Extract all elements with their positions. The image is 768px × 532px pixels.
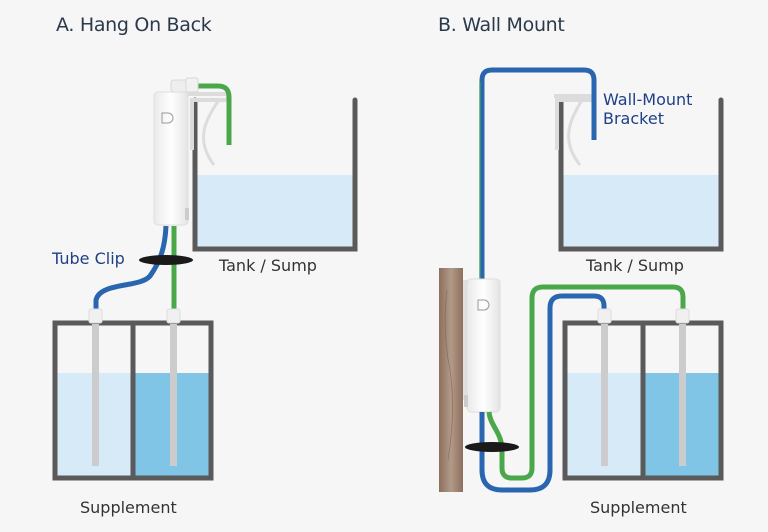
bracket-label-line2: Bracket bbox=[603, 109, 664, 128]
tank-b-label: Tank / Sump bbox=[586, 256, 684, 275]
blue-tube-b bbox=[479, 293, 607, 493]
bracket-label-line1: Wall-Mount bbox=[603, 90, 693, 109]
wall-mount-bracket bbox=[554, 94, 592, 166]
supplement-a-label: Supplement bbox=[80, 498, 177, 517]
supplement-a bbox=[52, 308, 214, 481]
panel-b bbox=[439, 67, 724, 493]
blue-tube-outlet-b bbox=[479, 67, 597, 290]
green-tube-outlet-a bbox=[196, 83, 232, 145]
doser-device-a bbox=[153, 77, 199, 226]
supplement-b bbox=[562, 308, 724, 481]
panel-b-title: B. Wall Mount bbox=[438, 14, 565, 36]
tank-b bbox=[558, 97, 724, 252]
tank-a-wall bbox=[192, 97, 358, 252]
doser-device-b bbox=[463, 278, 501, 413]
tube-clip-a bbox=[139, 255, 193, 265]
panel-a-title: A. Hang On Back bbox=[56, 14, 212, 36]
blue-tube-a bbox=[93, 225, 169, 312]
logo-d-icon bbox=[161, 112, 174, 124]
tank-a bbox=[192, 97, 358, 252]
tank-a-label: Tank / Sump bbox=[219, 256, 317, 275]
tank-a-water bbox=[197, 175, 353, 249]
panel-a bbox=[52, 77, 358, 481]
logo-d-icon bbox=[477, 299, 490, 311]
tube-clip-b bbox=[465, 442, 519, 452]
tube-clip-label: Tube Clip bbox=[52, 249, 125, 268]
supplement-b-label: Supplement bbox=[590, 498, 687, 517]
